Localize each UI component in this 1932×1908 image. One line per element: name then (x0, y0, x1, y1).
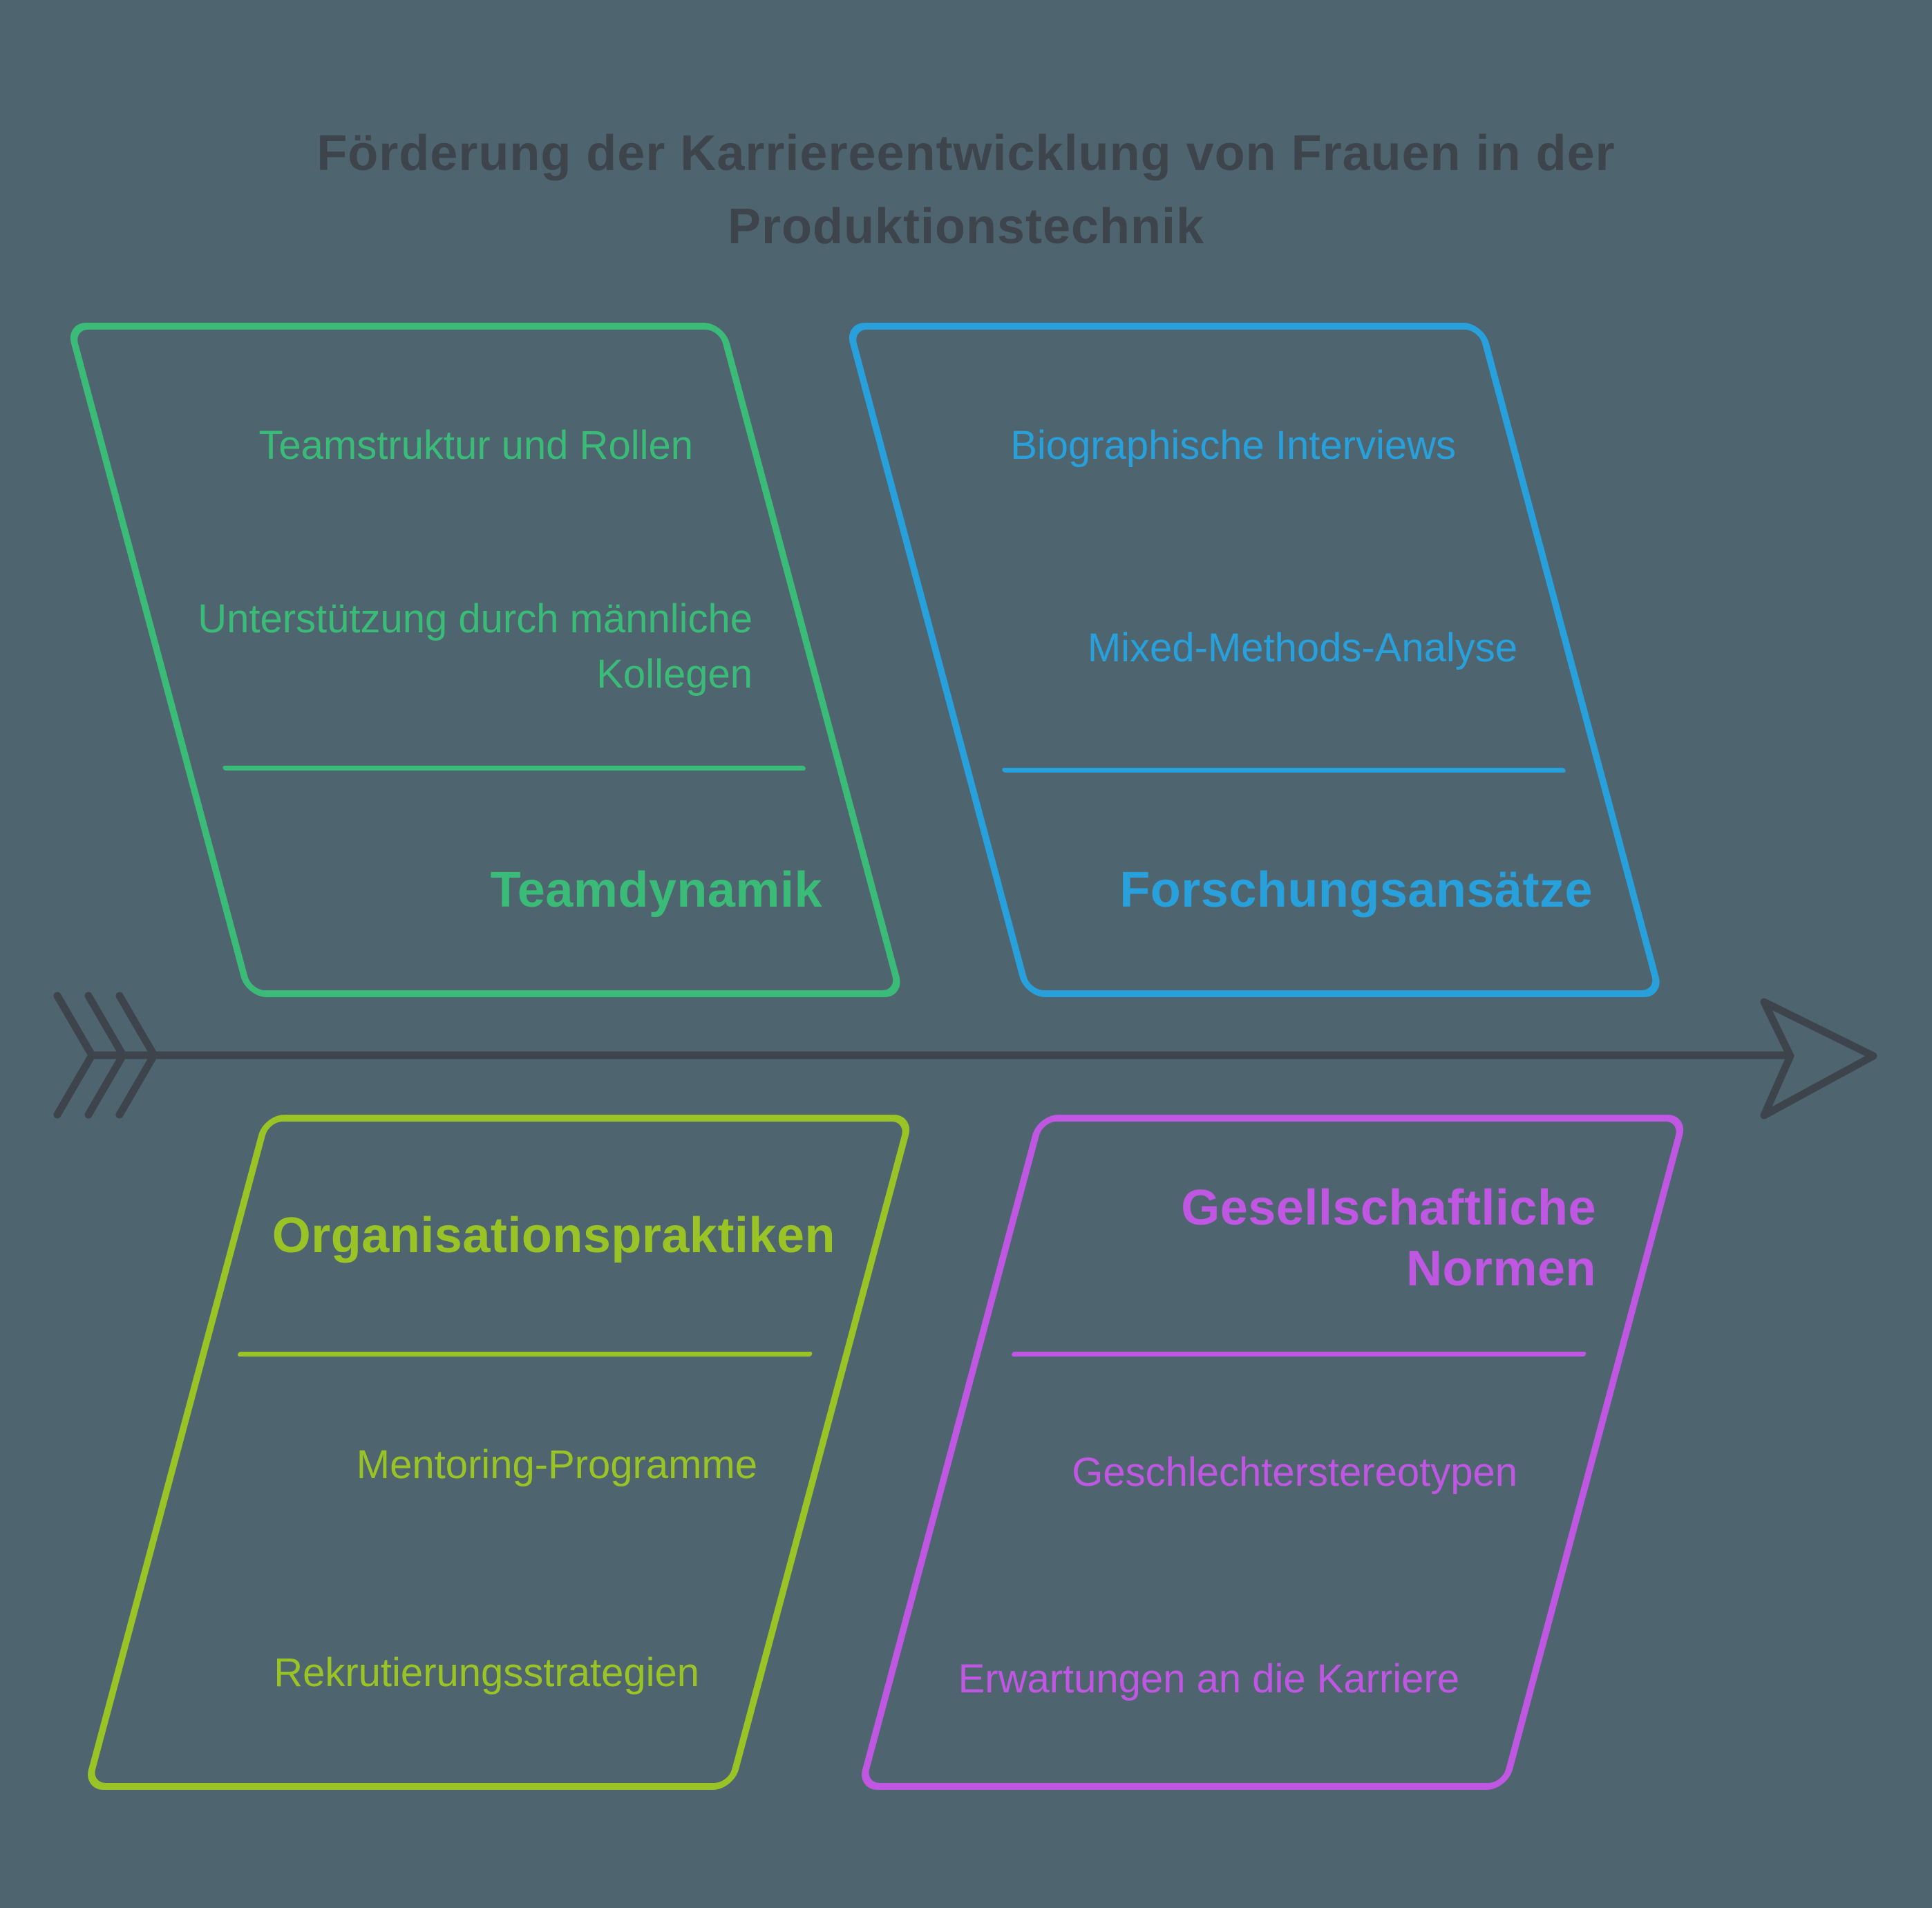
branch-divider (237, 1352, 813, 1357)
branch-divider (1001, 768, 1566, 773)
branch-label: Organisationspraktiken (272, 1208, 835, 1263)
cause-item: Rekrutierungsstrategien (274, 1650, 699, 1695)
cause-item: Unterstützung durch männliche Kollegen (198, 596, 752, 697)
cause-item: Mixed-Methods-Analyse (1087, 625, 1517, 670)
title-line-1: Förderung der Karriereentwicklung von Fr… (316, 126, 1616, 181)
cause-item: Teamstruktur und Rollen (258, 423, 693, 468)
cause-item: Mentoring-Programme (356, 1442, 757, 1487)
title-line-2: Produktionstechnik (727, 199, 1205, 254)
cause-item: Geschlechterstereotypen (1072, 1450, 1517, 1495)
branch-label: Teamdynamik (490, 862, 822, 918)
branch-divider (222, 766, 806, 771)
cause-item: Biographische Interviews (1010, 423, 1456, 468)
cause-item: Erwartungen an die Karriere (958, 1656, 1459, 1701)
branch-divider (1011, 1352, 1587, 1357)
branch-label: Gesellschaftliche Normen (1181, 1180, 1596, 1296)
arrowhead-icon (1760, 998, 1877, 1120)
diagram-title: Förderung der Karriereentwicklung von Fr… (0, 117, 1932, 263)
branch-label: Forschungsansätze (1119, 862, 1593, 918)
